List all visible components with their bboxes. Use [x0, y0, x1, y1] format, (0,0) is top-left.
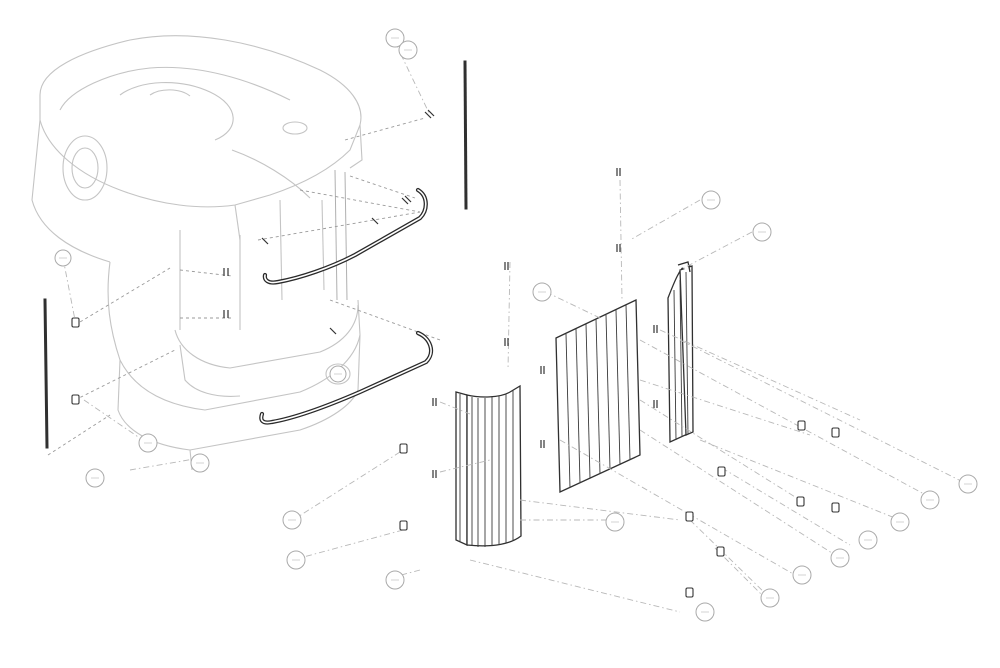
lower-bumper-rail [259, 330, 434, 425]
rear-side-strip [463, 60, 468, 210]
ghost-housing [31, 35, 441, 471]
upper-bumper-rail [262, 187, 428, 285]
balloon-marks [59, 37, 972, 613]
corner-bumper-panel-left [455, 384, 522, 547]
corner-bumper-panel-right [667, 261, 694, 444]
leader-lines [62, 41, 966, 613]
fasteners [71, 109, 840, 598]
center-bumper-panel [555, 298, 641, 494]
left-side-strip [43, 298, 49, 449]
